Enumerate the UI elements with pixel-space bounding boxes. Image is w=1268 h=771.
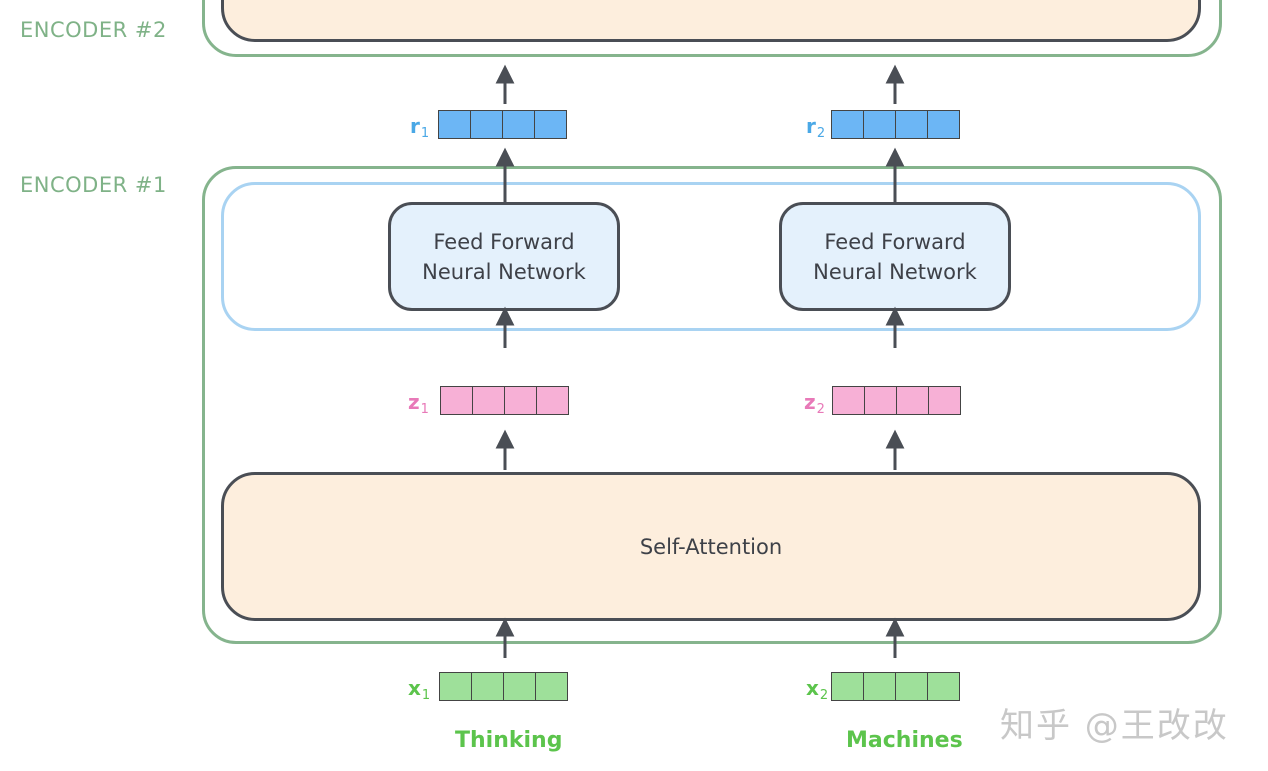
word-machines: Machines [846,728,963,753]
x2-vector [831,672,960,701]
r1-label: r1 [410,114,430,141]
x1-vector [439,672,568,701]
feed-forward-layer-band [221,182,1201,331]
ffn-node-2-line1: Feed Forward [824,229,966,254]
z1-vector [440,386,569,415]
encoder-2-box [202,0,1222,57]
z1-label: z1 [408,390,429,417]
encoder-2-label: ENCODER #2 [20,18,167,42]
z2-label: z2 [804,390,825,417]
ffn-node-1-line1: Feed Forward [433,229,575,254]
ffn-node-2: Feed Forward Neural Network [779,202,1011,311]
r2-label: r2 [806,114,826,141]
self-attention-box: Self-Attention [221,472,1201,621]
self-attention-label: Self-Attention [639,534,783,559]
r1-vector [438,110,567,139]
ffn-node-2-line2: Neural Network [813,259,977,284]
z2-vector [832,386,961,415]
x2-label: x2 [806,676,829,703]
word-thinking: Thinking [455,728,563,753]
ffn-node-1-line2: Neural Network [422,259,586,284]
r2-vector [831,110,960,139]
watermark: 知乎 @王改改 [1000,706,1229,746]
encoder-1-box [202,166,1222,644]
x1-label: x1 [408,676,431,703]
encoder-1-label: ENCODER #1 [20,173,167,197]
